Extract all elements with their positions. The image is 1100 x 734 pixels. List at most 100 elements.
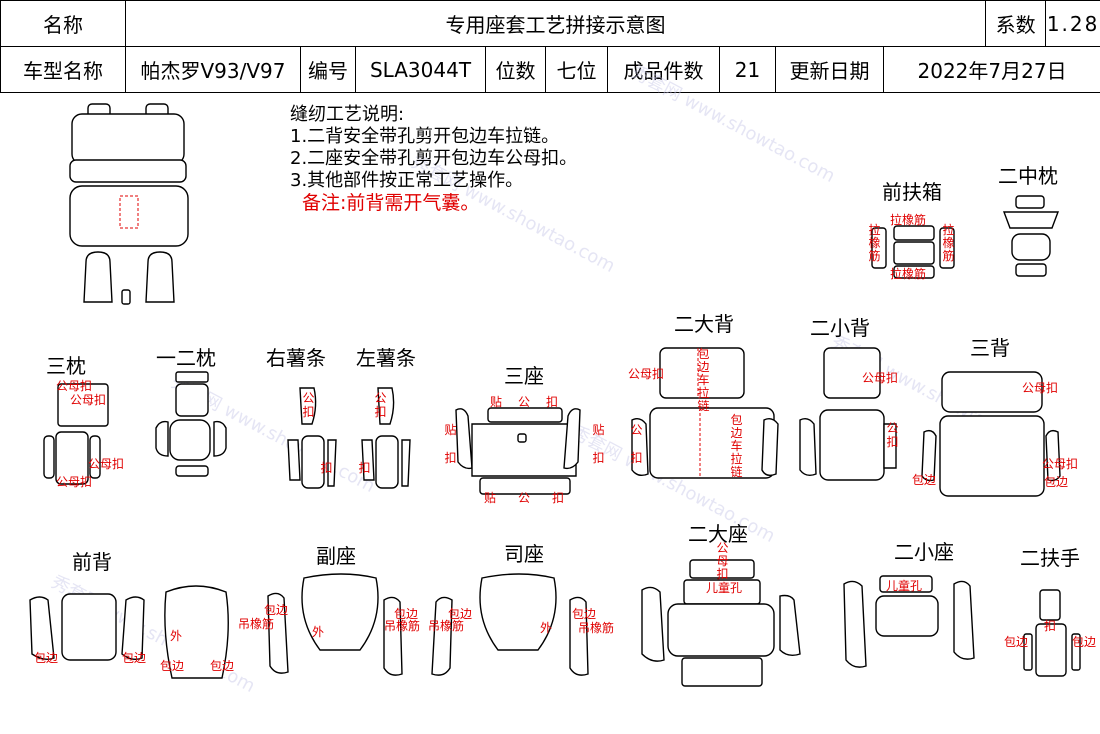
code-label: 编号 [300, 46, 356, 93]
title-second-armrest: 二扶手 [1020, 546, 1080, 570]
title-right-strip: 右薯条 [266, 346, 326, 370]
second-big-back-pattern [631, 347, 779, 479]
note-binding: 包边 [912, 473, 937, 487]
note-pull-elastic: 拉橡筋 [890, 267, 927, 281]
note-pull-elastic: 拉橡筋 [942, 223, 955, 263]
note-buckle: 扣 [320, 461, 333, 475]
second-big-seat-pattern [641, 559, 801, 687]
note-binding: 包边 [1044, 475, 1069, 489]
coef-label: 系数 [985, 0, 1047, 47]
note-buckle: 扣 [886, 435, 899, 449]
third-headrest-pattern [43, 383, 109, 485]
note-male-female-buckle: 公母扣 [88, 457, 125, 471]
seat-overview-diagram [69, 103, 189, 305]
note-buckle: 扣 [552, 491, 565, 505]
note-child-seat-hole: 儿童孔 [886, 579, 923, 593]
note-binding: 包边 [34, 651, 59, 665]
second-small-back-pattern [799, 347, 897, 481]
note-outer: 外 [540, 621, 553, 635]
title-driver-seat: 司座 [504, 542, 544, 566]
title-second-small-seat: 二小座 [894, 540, 954, 564]
sewing-notes: 缝纫工艺说明: 1.二背安全带孔剪开包边车拉链。 2.二座安全带孔剪开包边车公母… [290, 104, 577, 214]
note-binding: 包边 [210, 659, 235, 673]
title-front-back: 前背 [72, 550, 112, 574]
date-label: 更新日期 [775, 46, 884, 93]
notes-line-1: 1.二背安全带孔剪开包边车拉链。 [290, 126, 560, 147]
title-second-small-back: 二小背 [810, 316, 870, 340]
note-hang-elastic: 吊橡筋 [428, 619, 465, 633]
note-binding: 包边 [1004, 635, 1029, 649]
second-small-seat-pattern [843, 575, 975, 668]
note-hang-elastic: 吊橡筋 [238, 617, 275, 631]
note-binding: 包边 [572, 607, 597, 621]
pieces-label: 成品件数 [607, 46, 720, 93]
note-binding: 包边 [448, 607, 473, 621]
title-front-armbox: 前扶箱 [882, 180, 942, 204]
notes-heading: 缝纫工艺说明: [290, 104, 405, 125]
title-left-strip: 左薯条 [356, 346, 416, 370]
title-third-seat: 三座 [504, 364, 544, 388]
note-stick: 贴 [444, 423, 457, 437]
note-binding: 包边 [264, 603, 289, 617]
note-male-female-buckle: 公母扣 [56, 379, 93, 393]
strip-patterns [287, 387, 411, 489]
note-stick: 贴 [592, 423, 605, 437]
note-pull-elastic: 拉橡筋 [890, 213, 927, 227]
front-armbox-pattern [871, 225, 955, 279]
note-binding: 包边 [122, 651, 147, 665]
note-male-female-buckle: 公母扣 [862, 371, 899, 385]
model-value: 帕杰罗V93/V97 [125, 46, 301, 93]
third-back-pattern [921, 371, 1061, 497]
note-buckle: 扣 [374, 405, 387, 419]
note-outer: 外 [312, 625, 325, 639]
title-second-mid-headrest: 二中枕 [998, 164, 1058, 188]
doc-title: 专用座套工艺拼接示意图 [124, 0, 987, 47]
note-stick: 贴 [484, 491, 497, 505]
note-buckle: 扣 [630, 451, 643, 465]
third-seat-pattern [455, 407, 581, 495]
note-buckle: 扣 [358, 461, 371, 475]
note-male: 公 [374, 391, 387, 405]
note-pull-elastic: 拉橡筋 [868, 223, 881, 263]
notes-line-2: 2.二座安全带孔剪开包边车公母扣。 [290, 148, 578, 169]
title-second-big-seat: 二大座 [688, 522, 748, 546]
note-buckle: 扣 [302, 405, 315, 419]
note-outer: 外 [170, 629, 183, 643]
note-male-female-buckle: 公母扣 [628, 367, 665, 381]
note-male-female-buckle: 公母扣 [716, 541, 729, 581]
title-passenger-seat: 副座 [316, 544, 356, 568]
second-armrest-pattern [1023, 589, 1081, 677]
notes-line-3: 3.其他部件按正常工艺操作。 [290, 170, 524, 191]
note-male: 公 [518, 491, 531, 505]
pieces-value: 21 [719, 46, 776, 93]
first-second-headrest-pattern [155, 371, 227, 477]
driver-seat-pattern [431, 573, 589, 676]
title-second-big-back: 二大背 [674, 312, 734, 336]
note-male: 公 [630, 423, 643, 437]
note-hang-elastic: 吊橡筋 [578, 621, 615, 635]
note-male: 公 [302, 391, 315, 405]
passenger-seat-pattern [164, 573, 403, 679]
note-binding-zipper: 包边车拉链 [730, 413, 743, 479]
code-value: SLA3044T [355, 46, 486, 93]
note-male: 公 [886, 421, 899, 435]
header-table: 名称 专用座套工艺拼接示意图 系数 1.28 车型名称 帕杰罗V93/V97 编… [0, 0, 1100, 93]
note-hang-elastic: 吊橡筋 [384, 619, 421, 633]
note-buckle: 扣 [592, 451, 605, 465]
seats-value: 七位 [545, 46, 608, 93]
date-value: 2022年7月27日 [882, 46, 1100, 93]
note-buckle: 扣 [546, 395, 559, 409]
model-label: 车型名称 [0, 46, 126, 93]
title-third-back: 三背 [970, 336, 1010, 360]
note-stick: 贴 [490, 395, 503, 409]
note-child-seat-hole: 儿童孔 [706, 581, 743, 595]
title-third-headrest: 三枕 [46, 354, 86, 378]
note-male-female-buckle: 公母扣 [56, 475, 93, 489]
front-back-pattern [29, 593, 145, 661]
note-male-female-buckle: 公母扣 [1042, 457, 1079, 471]
note-male: 公 [518, 395, 531, 409]
note-binding: 包边 [1072, 635, 1097, 649]
note-buckle: 扣 [444, 451, 457, 465]
notes-remark: 备注:前背需开气囊。 [302, 192, 480, 214]
